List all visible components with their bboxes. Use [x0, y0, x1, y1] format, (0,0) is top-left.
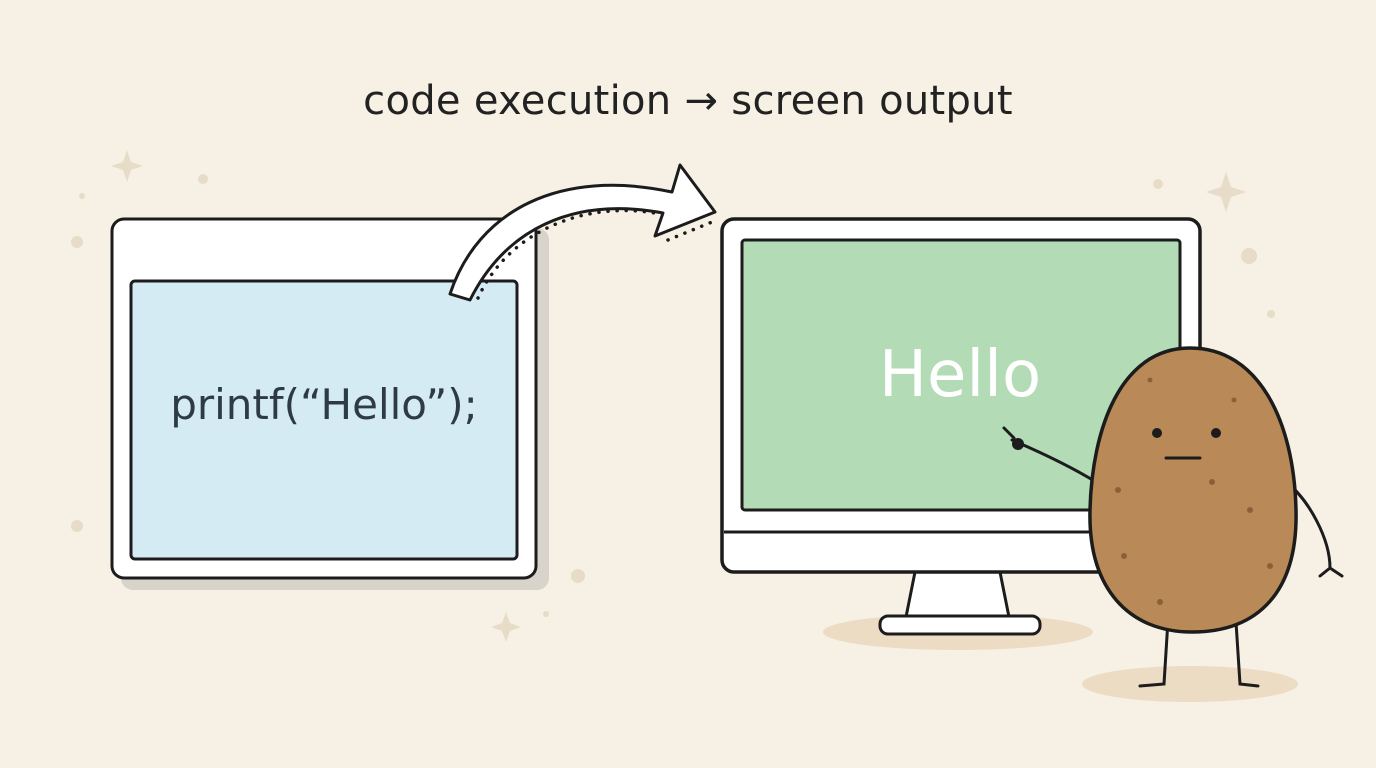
monitor [720, 217, 1202, 650]
code-window [110, 217, 549, 590]
diagram-caption: code execution → screen output [363, 78, 1013, 124]
sparkle-icon [71, 150, 1275, 642]
screen-output-text: Hello [878, 338, 1042, 412]
code-snippet: printf(“Hello”); [170, 380, 478, 429]
potato-character [1002, 346, 1344, 702]
curved-arrow-icon [448, 163, 717, 302]
